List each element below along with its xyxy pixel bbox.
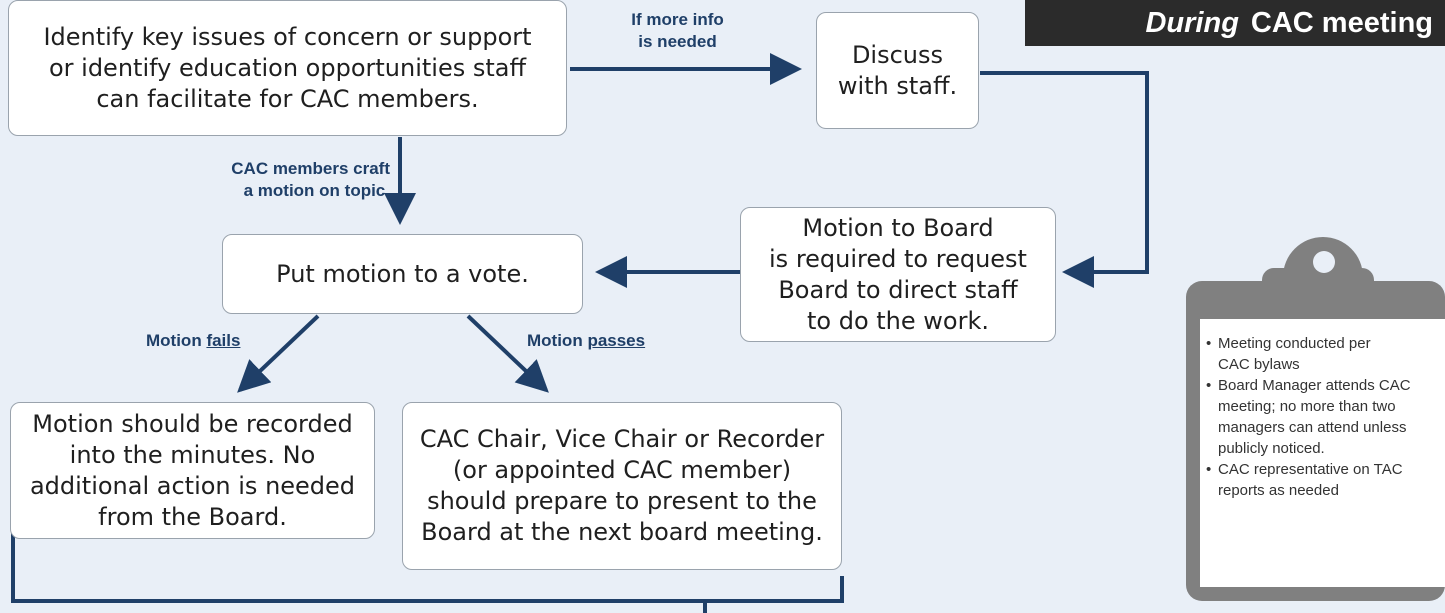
checklist-item: CAC representative on TAC reports as nee… <box>1206 459 1403 501</box>
motion-recorded-box: Motion should be recorded into the minut… <box>10 402 375 539</box>
label-motion-passes: Motion passes <box>527 331 646 350</box>
label-more-info: If more info is needed <box>631 10 724 51</box>
arrow-vote-passes <box>466 314 549 393</box>
motion-to-board-box: Motion to Board is required to request B… <box>740 207 1056 342</box>
connector-discuss-to-motion-board <box>980 71 1149 288</box>
label-motion-fails: Motion fails <box>146 331 241 350</box>
checklist-item: Board Manager attends CAC meeting; no mo… <box>1206 375 1440 459</box>
checklist-item: Meeting conducted per CAC bylaws <box>1206 333 1393 375</box>
bracket-outcomes <box>11 518 844 603</box>
label-craft-motion: CAC members craft a motion on topic. <box>231 159 390 200</box>
discuss-with-staff-box: Discuss with staff. <box>816 12 979 129</box>
identify-issues-box: Identify key issues of concern or suppor… <box>8 0 567 136</box>
clipboard-checklist: Meeting conducted per CAC bylaws Board M… <box>1200 319 1445 587</box>
present-to-board-box: CAC Chair, Vice Chair or Recorder (or ap… <box>402 402 842 570</box>
put-to-vote-box: Put motion to a vote. <box>222 234 583 314</box>
arrow-vote-fails <box>237 314 320 393</box>
